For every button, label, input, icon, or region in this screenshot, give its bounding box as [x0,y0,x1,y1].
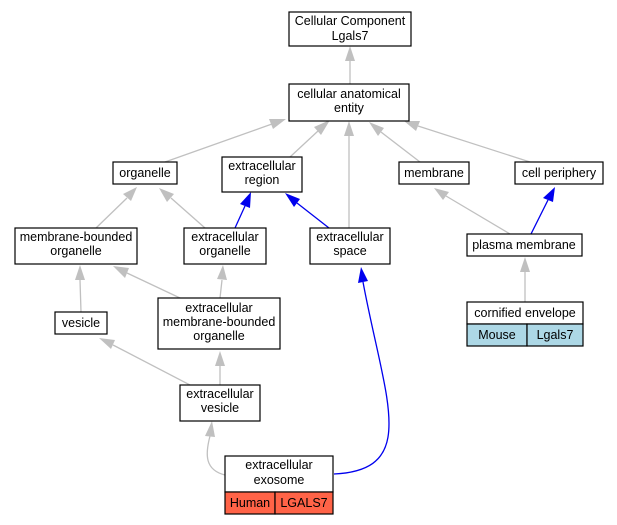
edge-plasma-membrane-to-membrane [434,188,511,235]
node-extracellular-region[interactable]: extracellular region [221,156,303,193]
node-label: space [333,244,366,258]
node-label: plasma membrane [472,238,576,252]
edge-extracellular-exosome-to-extracellular-space [333,267,390,475]
node-label: organelle [50,244,101,258]
node-label: cell periphery [522,166,597,180]
node-label: extracellular [186,387,253,401]
node-label: extracellular [245,458,312,472]
node-extracellular-organelle[interactable]: extracellular organelle [183,227,267,265]
node-membrane-bounded-organelle[interactable]: membrane-bounded organelle [14,227,138,265]
edge-cornified-envelope-to-plasma-membrane [520,257,530,302]
node-label: extracellular [185,301,252,315]
species-label: Human [230,496,270,510]
node-label: extracellular [228,159,295,173]
node-cell-periphery[interactable]: cell periphery [514,161,604,185]
node-label: cornified envelope [474,306,576,320]
edge-extracellular-organelle-to-extracellular-region [234,192,251,229]
node-extracellular-vesicle[interactable]: extracellular vesicle [179,384,261,422]
gene-label: Lgals7 [537,328,574,342]
node-label: membrane [404,166,464,180]
edge-extracellular-exosome-to-extracellular-vesicle [205,421,226,476]
gene-cell-lgals7[interactable] [274,491,334,515]
node-label: vesicle [62,316,100,330]
edge-vesicle-to-mbo [75,265,85,313]
node-label: exosome [254,473,305,487]
node-label: region [245,173,280,187]
node-membrane[interactable]: membrane [398,161,470,185]
edge-extracellular-organelle-to-organelle [159,188,206,229]
node-label: cellular anatomical [297,87,401,101]
node-label: organelle [199,244,250,258]
node-label: membrane-bounded [163,315,276,329]
gene-label: LGALS7 [280,496,327,510]
gene-cell-lgals7[interactable] [526,323,584,347]
node-cellular-component[interactable]: Cellular Component Lgals7 [288,11,412,47]
node-label: membrane-bounded [20,230,133,244]
node-vesicle[interactable]: vesicle [54,311,108,335]
edge-extracellular-vesicle-to-vesicle [99,338,191,386]
edge-cae-to-root [345,46,355,84]
species-label: Mouse [478,328,516,342]
edge-mbo-to-organelle [95,187,137,229]
edges [75,46,555,476]
node-extracellular-space[interactable]: extracellular space [309,227,391,265]
node-label: extracellular [191,230,258,244]
node-label: entity [334,101,365,115]
node-plasma-membrane[interactable]: plasma membrane [466,233,583,257]
node-extracellular-membrane-bounded-organelle[interactable]: extracellular membrane-bounded organelle [157,297,281,350]
node-label: vesicle [201,401,239,415]
edge-extracellular-mbo-to-mbo [113,266,181,299]
node-cornified-envelope[interactable]: cornified envelope Mouse Lgals7 [466,301,584,347]
edge-extracellular-space-to-extracellular-region [285,193,330,229]
node-label: Lgals7 [332,29,369,43]
edge-membrane-to-cae [369,122,421,163]
edge-extracellular-mbo-to-extracellular-organelle [217,265,227,299]
edge-plasma-membrane-to-cell-periphery [530,187,555,235]
edge-cell-periphery-to-cae [404,121,531,163]
node-label: organelle [193,329,244,343]
edge-extracellular-space-to-cae [344,121,354,228]
nodes: Cellular Component Lgals7 cellular anato… [14,11,604,515]
edge-extracellular-vesicle-to-extracellular-mbo [215,351,225,385]
node-label: organelle [119,166,170,180]
node-extracellular-exosome[interactable]: extracellular exosome Human LGALS7 [224,455,334,515]
node-organelle[interactable]: organelle [112,161,178,185]
node-label: Cellular Component [295,14,406,28]
edge-extracellular-region-to-cae [289,120,330,158]
node-label: extracellular [316,230,383,244]
node-cellular-anatomical-entity[interactable]: cellular anatomical entity [288,83,410,122]
edge-organelle-to-cae [164,119,286,163]
